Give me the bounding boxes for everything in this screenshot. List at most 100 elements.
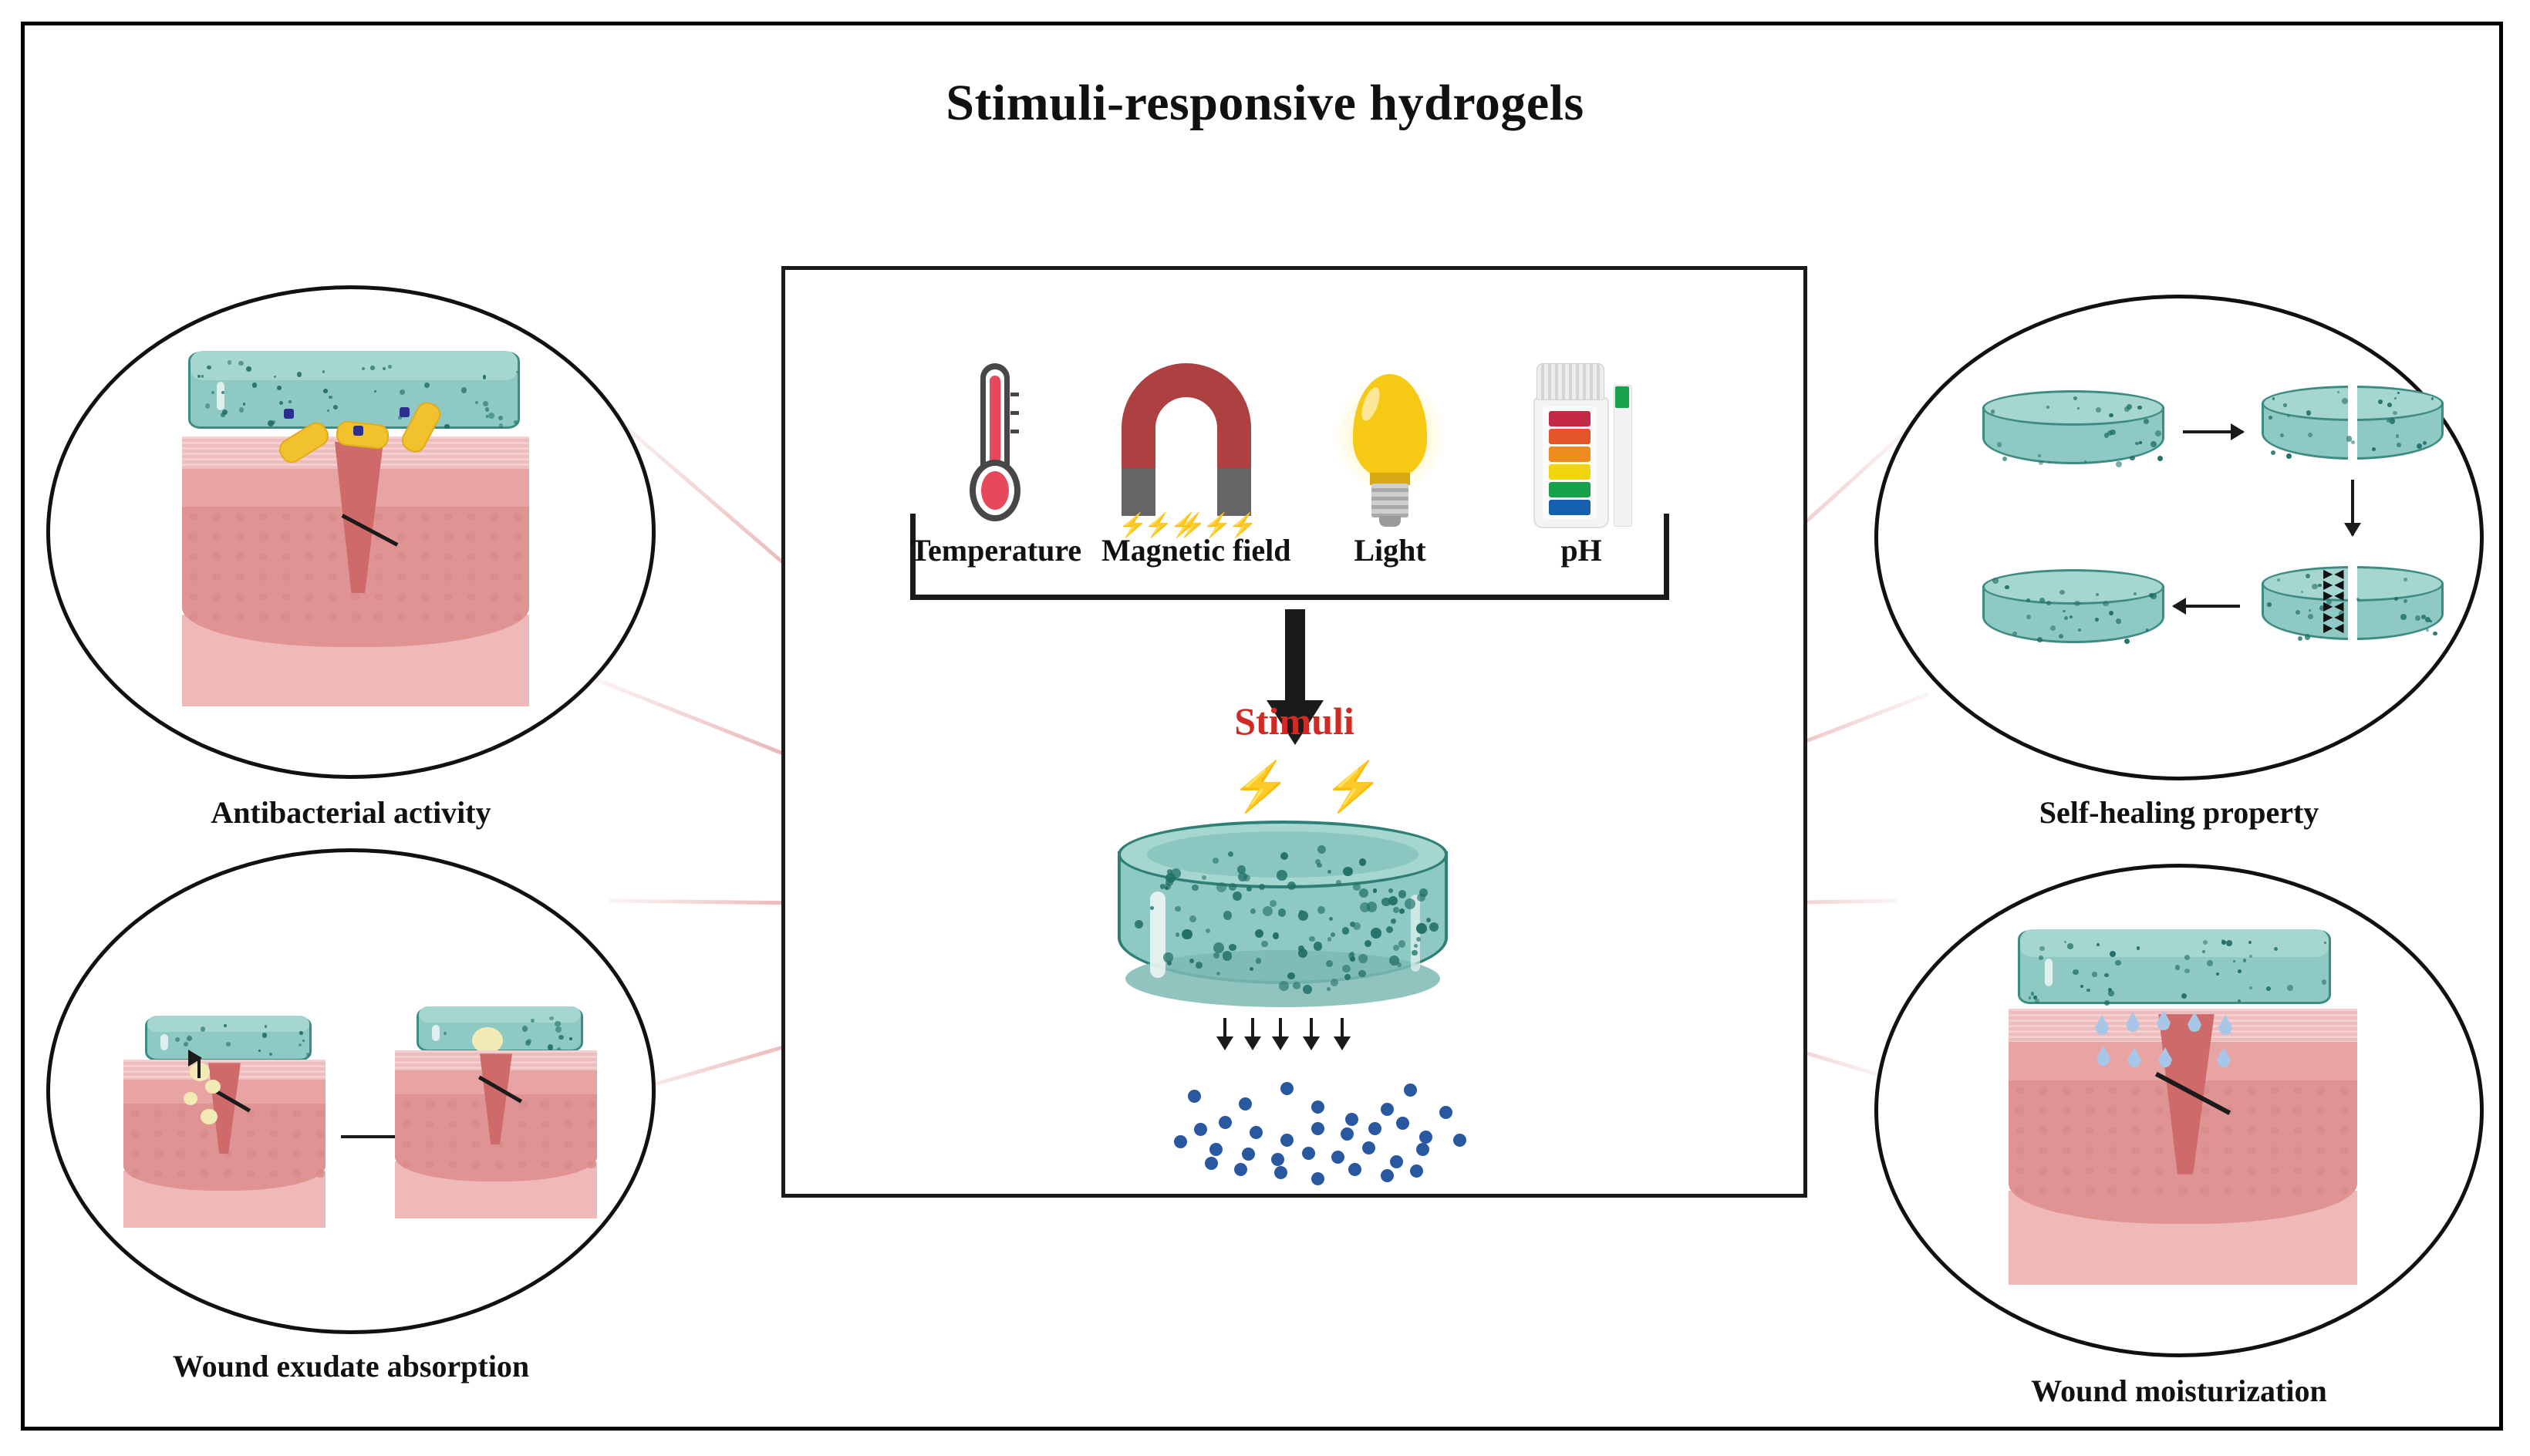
gel-speckle	[521, 1026, 528, 1032]
stimulus-ph[interactable]: pH	[1496, 351, 1666, 568]
stimulus-magnetic-field[interactable]: ⚡⚡⚡⚡⚡⚡ Magnetic field	[1101, 351, 1291, 568]
skin-cross-section	[2009, 1009, 2357, 1285]
gel-speckle	[1287, 972, 1295, 980]
gel-speckle	[373, 390, 377, 393]
gel-speckle	[2248, 941, 2252, 945]
released-particle	[1250, 1126, 1263, 1139]
nanoparticle-icon	[284, 409, 294, 419]
gel-speckle	[2026, 598, 2030, 602]
gel-speckle	[201, 375, 204, 379]
gel-speckle	[2215, 972, 2219, 976]
gel-speckle	[1269, 899, 1277, 907]
gel-speckle	[1398, 890, 1406, 898]
gel-speckle	[2004, 585, 2009, 590]
gel-speckle	[1297, 945, 1305, 952]
gel-speckle	[2134, 592, 2137, 596]
gel-speckle	[2110, 951, 2117, 958]
released-particle	[1274, 1166, 1287, 1179]
gel-speckle	[2269, 415, 2272, 420]
gel-speckle	[1349, 921, 1355, 928]
gel-speckle	[1189, 958, 1195, 963]
gel-speckle	[2038, 460, 2043, 466]
gel-speckle	[1314, 942, 1323, 951]
gel-speckle	[1213, 952, 1220, 959]
released-particle	[1280, 1082, 1294, 1095]
gel-speckle	[460, 387, 467, 393]
gel-speckle	[1256, 958, 1262, 964]
gel-speckle	[2124, 638, 2130, 644]
gel-speckle	[306, 1053, 310, 1057]
gel-speckle	[323, 388, 329, 393]
gel-speckle	[2154, 430, 2161, 436]
hydrogel-patch	[145, 1016, 312, 1061]
gel-speckle	[1317, 844, 1326, 854]
gel-speckle	[1134, 919, 1143, 929]
released-particle	[1188, 1090, 1201, 1103]
gel-speckle	[238, 360, 244, 366]
gel-speckle	[2050, 625, 2056, 631]
gel-speckle	[1326, 959, 1334, 967]
gel-speckle	[1429, 922, 1439, 932]
released-particle	[1362, 1141, 1375, 1154]
gel-speckle	[296, 372, 302, 377]
panel-antibacterial[interactable]: Antibacterial activity	[46, 285, 656, 830]
stimulus-temperature[interactable]: Temperature	[910, 351, 1081, 568]
hydrogel-disc-intact	[1982, 390, 2164, 467]
gel-speckle	[207, 366, 211, 370]
released-particle	[1348, 1163, 1361, 1176]
released-particle	[1174, 1135, 1187, 1148]
gel-speckle	[2350, 440, 2355, 445]
gel-speckle	[2202, 939, 2208, 945]
gel-speckle	[1335, 880, 1342, 886]
gel-speckle	[1297, 948, 1308, 959]
gel-speckle	[1229, 943, 1236, 952]
stimulus-light[interactable]: Light	[1305, 351, 1475, 568]
gel-speckle	[2076, 406, 2080, 410]
gel-speckle	[1404, 898, 1415, 910]
gel-speckle	[1330, 978, 1338, 986]
gel-speckle	[2080, 985, 2083, 989]
gel-speckle	[2033, 996, 2037, 999]
stimuli-bracket	[910, 514, 1669, 600]
gel-speckle	[2184, 954, 2190, 960]
gel-speckle	[1388, 895, 1398, 906]
gel-speckle	[2030, 992, 2035, 996]
thermometer-icon	[910, 351, 1080, 532]
gel-speckle	[1393, 907, 1400, 914]
stimuli-label: Stimuli	[1234, 699, 1354, 743]
gel-speckle	[2096, 593, 2100, 597]
gel-speckle	[2416, 443, 2422, 450]
released-particle	[1381, 1169, 1394, 1182]
gel-speckle	[398, 416, 402, 420]
gel-speckle	[2415, 615, 2421, 621]
gel-speckle	[268, 420, 274, 426]
gel-speckle	[1278, 908, 1287, 917]
released-particle	[1396, 1117, 1409, 1130]
gel-speckle	[2038, 955, 2043, 960]
released-particle	[1234, 1163, 1247, 1176]
gel-speckle	[1399, 908, 1405, 915]
gel-speckle	[531, 1019, 535, 1023]
hydrogel-disc-healed	[1982, 569, 2164, 646]
gel-speckle	[1343, 866, 1354, 877]
stimuli-down-arrow	[1267, 609, 1324, 745]
panel-self-healing[interactable]: ▶◀▶◀▶◀▶◀▶◀▶◀ Self-healing property	[1874, 295, 2484, 830]
released-particle	[1219, 1116, 1232, 1129]
gel-speckle	[556, 1047, 561, 1051]
gel-speckle	[1359, 858, 1367, 866]
gel-speckle	[2242, 959, 2247, 962]
panel-wound-exudate[interactable]: Wound exudate absorption	[46, 848, 656, 1384]
gel-speckle	[1371, 928, 1381, 939]
panel-caption: Self-healing property	[2039, 795, 2319, 830]
gel-speckle	[276, 385, 282, 390]
gel-speckle	[2202, 950, 2205, 953]
gel-speckle	[1331, 932, 1336, 938]
gel-speckle	[2096, 942, 2100, 947]
gel-speckle	[1277, 870, 1287, 881]
panel-wound-moisturization[interactable]: Wound moisturization	[1874, 864, 2484, 1408]
gel-speckle	[2338, 611, 2345, 618]
gel-speckle	[211, 390, 214, 394]
gel-speckle	[2026, 614, 2032, 619]
gel-speckle	[1280, 852, 1289, 861]
stimulus-label: pH	[1560, 533, 1602, 568]
